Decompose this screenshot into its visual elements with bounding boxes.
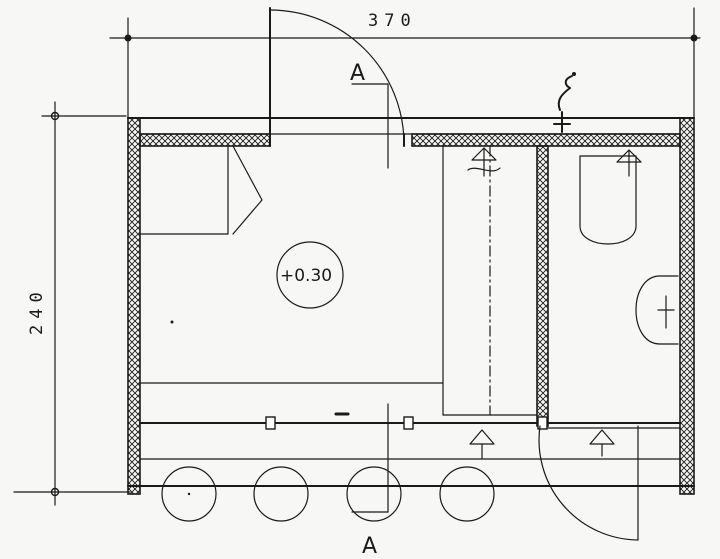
elevation-label: +0.30	[280, 266, 332, 286]
main-room: +0.30	[139, 145, 538, 416]
post-4	[439, 466, 495, 522]
window-jamb-right	[403, 416, 414, 430]
light-fixture-bath-bottom-icon	[589, 429, 615, 457]
wall-left	[127, 117, 141, 495]
section-label-bottom: A	[362, 534, 377, 559]
dimension-top: 370	[109, 7, 701, 119]
entrance-door	[269, 7, 405, 147]
post-1	[161, 466, 217, 522]
wall-top-right	[411, 133, 681, 147]
light-fixture-bath-icon	[616, 149, 642, 177]
door-swing-arc	[269, 9, 405, 145]
corridor	[467, 145, 501, 459]
section-cut: A A	[350, 61, 389, 559]
section-label-top: A	[350, 61, 365, 86]
exterior-posts	[161, 466, 495, 522]
dimension-left: 240	[13, 101, 131, 506]
toilet-icon	[579, 155, 637, 245]
window-jamb-left	[265, 416, 276, 430]
post-3	[346, 466, 402, 522]
dimension-dot-right	[690, 34, 698, 42]
dimension-tick-bottom	[50, 487, 60, 497]
washbasin-icon	[635, 275, 679, 345]
wall-top-left	[139, 133, 271, 147]
wall-partition	[536, 145, 549, 427]
dimension-width-label: 370	[368, 11, 417, 31]
bathroom-door-arc	[538, 425, 639, 541]
vent-icon	[553, 72, 576, 133]
bathroom	[538, 72, 679, 541]
elevation-circle	[276, 241, 344, 309]
dimension-dot-left	[124, 34, 132, 42]
wall-right	[679, 117, 695, 495]
dimension-height-label: 240	[27, 286, 47, 335]
walls	[127, 117, 695, 495]
door-jamb	[537, 416, 548, 430]
light-fixture-bottom-icon	[469, 429, 495, 459]
light-fixture-top-icon	[467, 147, 501, 177]
dimension-tick-top	[50, 111, 60, 121]
cabinet-outline	[139, 145, 229, 235]
cabinet-door-swing	[232, 145, 263, 235]
post-2	[253, 466, 309, 522]
